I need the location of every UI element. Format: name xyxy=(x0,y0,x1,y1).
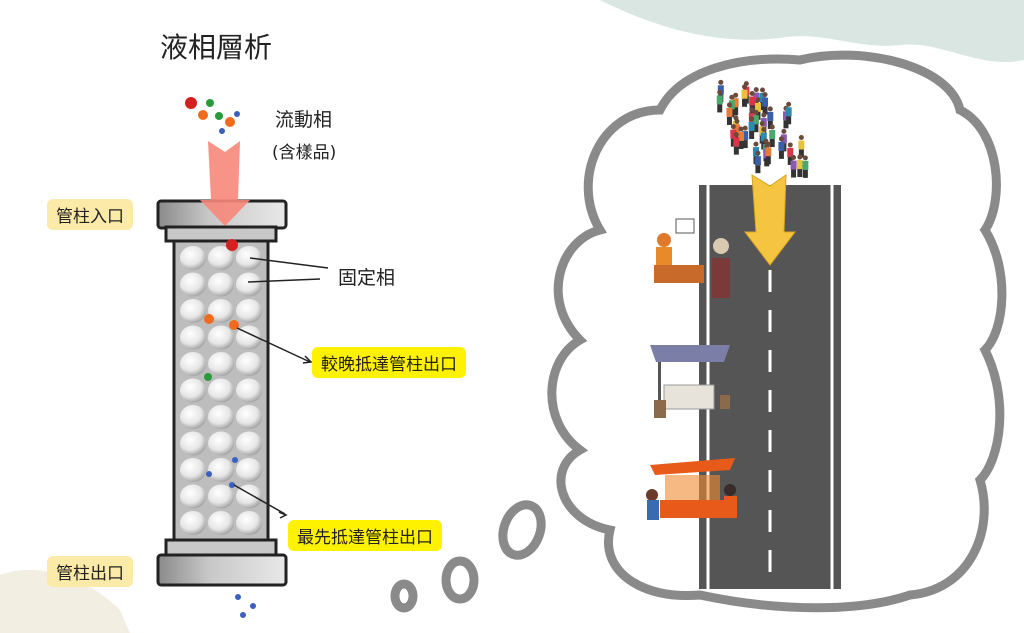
bead xyxy=(180,272,206,297)
person xyxy=(732,92,739,116)
person xyxy=(726,102,733,125)
bead xyxy=(208,431,234,456)
bead xyxy=(236,272,262,297)
crowd-of-people xyxy=(716,79,809,178)
person xyxy=(716,89,723,113)
sample-particles xyxy=(185,97,256,618)
chromatography-column xyxy=(156,199,288,587)
person xyxy=(798,134,805,158)
bead xyxy=(180,352,206,376)
bead xyxy=(236,299,262,323)
bead xyxy=(180,378,206,403)
bead xyxy=(180,246,206,270)
bead xyxy=(236,378,262,403)
bead xyxy=(236,405,262,429)
column-inlet-label: 管柱入口 xyxy=(47,199,133,230)
late-arrival-label: 較晚抵達管柱出口 xyxy=(312,347,466,378)
person xyxy=(752,109,759,133)
fruit-stall xyxy=(654,218,730,298)
mobile-phase-sublabel: (含樣品) xyxy=(272,143,337,163)
first-arrival-label: 最先抵達管柱出口 xyxy=(288,520,442,551)
bead xyxy=(208,352,234,376)
bead xyxy=(208,405,234,429)
food-stall xyxy=(646,458,737,520)
bead xyxy=(180,405,206,429)
person xyxy=(796,154,803,178)
stationary-phase-beads xyxy=(180,246,262,535)
mobile-phase-arrow xyxy=(200,141,250,226)
person xyxy=(754,150,761,174)
person xyxy=(733,132,740,155)
road-arrow xyxy=(743,174,797,266)
person xyxy=(730,124,737,147)
green-wash-decoration xyxy=(600,0,1024,63)
bead xyxy=(208,246,234,270)
person xyxy=(790,155,797,178)
person xyxy=(742,125,749,149)
person xyxy=(769,124,776,148)
bead xyxy=(236,246,262,270)
beige-wash-decoration xyxy=(0,569,130,633)
bead xyxy=(236,431,262,456)
bead xyxy=(180,458,206,482)
person xyxy=(785,101,792,125)
bead xyxy=(208,484,234,509)
stationary-phase-label: 固定相 xyxy=(338,267,396,289)
bead xyxy=(208,458,234,482)
person xyxy=(748,116,755,140)
mobile-phase-label: 流動相 xyxy=(275,109,333,131)
person xyxy=(762,92,769,115)
bead xyxy=(180,484,206,509)
bead xyxy=(208,299,234,323)
person xyxy=(741,84,748,107)
person xyxy=(787,142,794,165)
bead xyxy=(236,352,262,376)
bead xyxy=(236,325,262,350)
bead xyxy=(208,325,234,350)
bead xyxy=(236,458,262,482)
person xyxy=(802,155,809,178)
bead xyxy=(236,511,262,535)
bead xyxy=(208,272,234,297)
thought-bubble xyxy=(390,50,1007,613)
bead xyxy=(180,299,206,323)
person xyxy=(767,106,774,129)
bead xyxy=(208,378,234,403)
bead xyxy=(208,511,234,535)
person xyxy=(765,141,772,165)
person xyxy=(738,126,745,149)
page-title: 液相層析 xyxy=(160,31,273,64)
pointer-lines xyxy=(233,257,329,519)
market-stall xyxy=(650,345,730,418)
bead xyxy=(180,511,206,535)
person xyxy=(734,118,741,142)
column-outlet-label: 管柱出口 xyxy=(47,556,133,587)
bead xyxy=(180,431,206,456)
person xyxy=(778,136,785,159)
bead xyxy=(180,325,206,350)
